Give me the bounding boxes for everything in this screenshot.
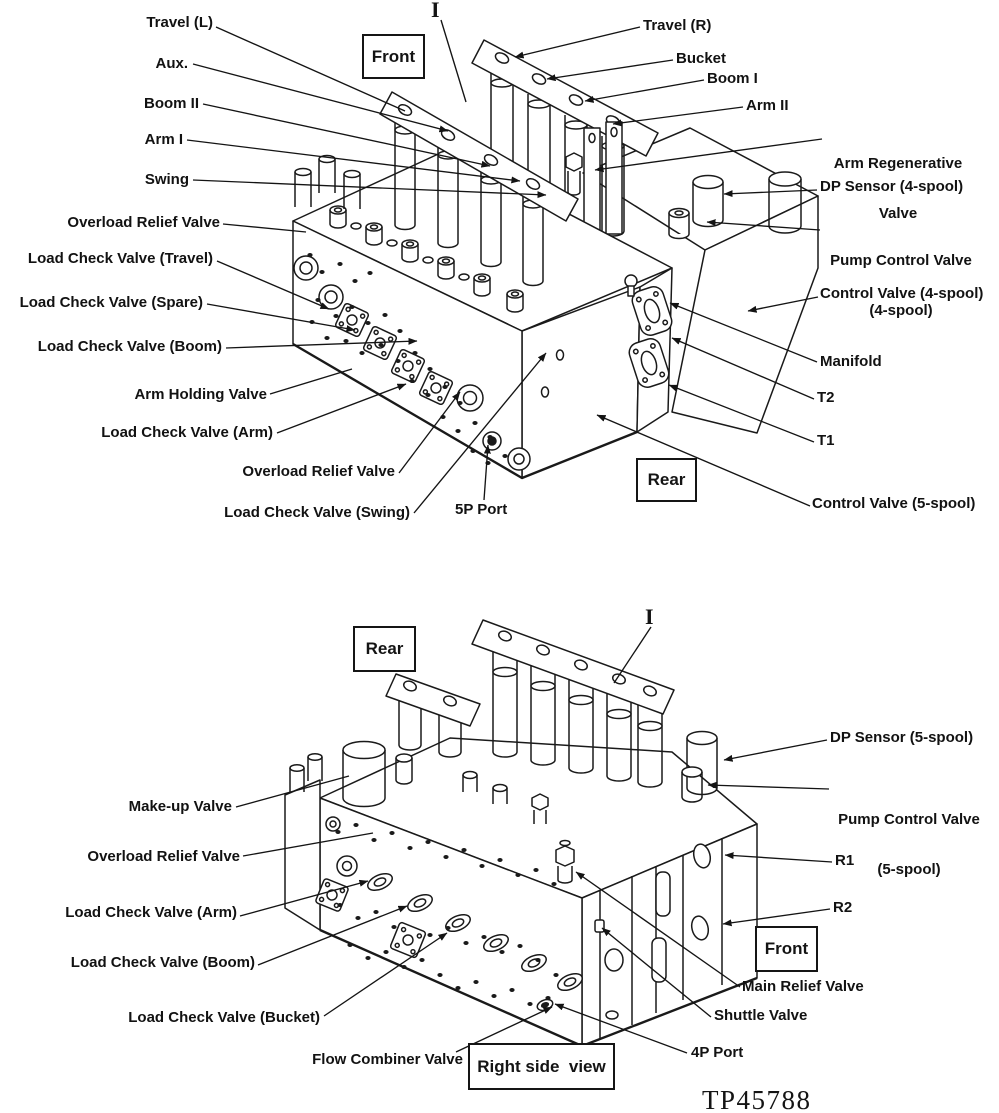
rear-orientation-box-upper: Rear: [636, 458, 697, 502]
label-shuttle-valve: Shuttle Valve: [714, 1007, 808, 1024]
label-load-check-bucket: Load Check Valve (Bucket): [128, 1009, 320, 1026]
label-dp-sensor-4: DP Sensor (4-spool): [820, 178, 964, 195]
label-pump-control-5-line2: (5-spool): [877, 860, 941, 878]
section-mark-upper: I: [431, 0, 440, 22]
label-main-relief: Main Relief Valve: [742, 978, 864, 995]
front-orientation-box-lower: Front: [755, 926, 818, 972]
front-orientation-box-upper: Front: [362, 34, 425, 79]
label-overload-relief-lower: Overload Relief Valve: [242, 463, 395, 480]
label-arm-1: Arm I: [144, 131, 183, 148]
label-arm-regenerative-line2: Valve: [878, 204, 918, 222]
label-t2: T2: [817, 389, 835, 406]
label-pump-control-4: Pump Control Valve (4-spool): [822, 219, 980, 337]
label-dp-sensor-5: DP Sensor (5-spool): [830, 729, 974, 746]
label-load-check-boom: Load Check Valve (Boom): [37, 338, 222, 355]
label-boom-2: Boom II: [144, 95, 199, 112]
label-arm-regenerative-line1: Arm Regenerative: [833, 154, 963, 172]
label-bucket: Bucket: [676, 50, 727, 67]
label-load-check-arm-lower: Load Check Valve (Arm): [65, 904, 237, 921]
label-t1: T1: [817, 432, 835, 449]
label-control-valve-4: Control Valve (4-spool): [820, 285, 984, 302]
label-load-check-travel: Load Check Valve (Travel): [27, 250, 213, 267]
label-load-check-spare: Load Check Valve (Spare): [19, 294, 203, 311]
label-aux: Aux.: [155, 55, 188, 72]
label-travel-r: Travel (R): [643, 17, 712, 34]
label-overload-relief-bottom: Overload Relief Valve: [87, 848, 240, 865]
label-travel-l: Travel (L): [146, 14, 213, 31]
label-5p-port: 5P Port: [455, 501, 508, 518]
label-manifold: Manifold: [820, 353, 882, 370]
label-pump-control-4-line1: Pump Control Valve: [830, 251, 972, 269]
label-load-check-arm-upper: Load Check Valve (Arm): [101, 424, 273, 441]
label-boom-1: Boom I: [707, 70, 758, 87]
label-load-check-boom-lower: Load Check Valve (Boom): [70, 954, 255, 971]
label-arm-2: Arm II: [746, 97, 789, 114]
lower-valve-drawing: [284, 619, 758, 1048]
label-overload-relief-upper: Overload Relief Valve: [67, 214, 220, 231]
lower-face-dots: [335, 823, 559, 1006]
label-flow-combiner: Flow Combiner Valve: [312, 1051, 463, 1068]
label-r2: R2: [833, 899, 853, 916]
section-mark-lower: I: [645, 604, 654, 629]
label-4p-port: 4P Port: [691, 1044, 744, 1061]
figure-code: TP45788: [702, 1085, 812, 1113]
right-side-view-box: Right side view: [468, 1043, 615, 1090]
rear-orientation-box-lower: Rear: [353, 626, 416, 672]
label-pump-control-4-line2: (4-spool): [869, 301, 933, 319]
label-control-valve-5: Control Valve (5-spool): [812, 495, 976, 512]
label-arm-regenerative: Arm Regenerative Valve: [823, 122, 973, 240]
label-make-up-valve: Make-up Valve: [128, 798, 232, 815]
upper-valve-drawing: [292, 39, 819, 480]
label-swing: Swing: [144, 171, 189, 188]
label-pump-control-5: Pump Control Valve (5-spool): [830, 778, 988, 896]
label-arm-holding: Arm Holding Valve: [134, 386, 267, 403]
label-r1: R1: [835, 852, 855, 869]
label-load-check-swing: Load Check Valve (Swing): [224, 504, 410, 521]
label-pump-control-5-line1: Pump Control Valve: [838, 810, 980, 828]
